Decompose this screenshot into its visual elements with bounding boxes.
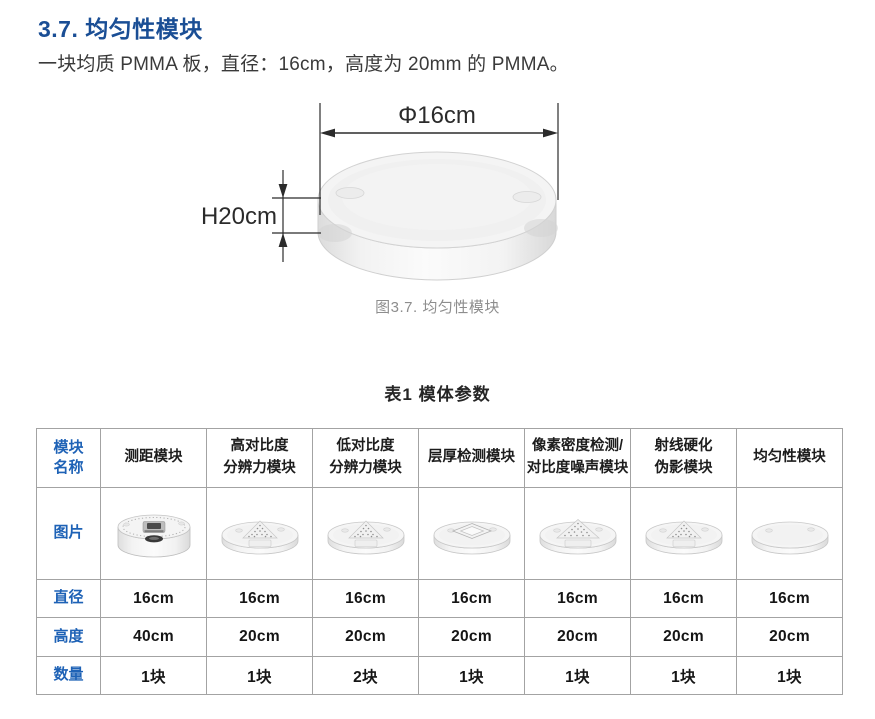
image-cell [524, 487, 631, 580]
figure-caption: 图3.7. 均匀性模块 [375, 299, 500, 316]
column-header-high-contrast: 高对比度 分辨力模块 [206, 428, 313, 488]
diameter-label: Φ16cm [398, 102, 476, 129]
phantom-figure: Φ16cm H20cm [201, 102, 559, 281]
pmma-disc-illustration [317, 151, 558, 281]
image-cell [418, 487, 525, 580]
quantity-value: 1块 [100, 656, 207, 695]
row-label-module-name: 模块 名称 [36, 428, 101, 488]
height-value: 20cm [418, 617, 525, 657]
phantom-parameters-table: 模块 名称 测距模块 高对比度 分辨力模块 低对比度 分辨力模块 层厚检测模块 … [36, 428, 843, 695]
height-dimension: H20cm [201, 170, 321, 262]
high-contrast-resolution-disc-icon [221, 520, 298, 554]
column-header-pixel-density: 像素密度检测/ 对比度噪声模块 [524, 428, 631, 488]
quantity-value: 1块 [206, 656, 313, 695]
table-header-row: 模块 名称 测距模块 高对比度 分辨力模块 低对比度 分辨力模块 层厚检测模块 … [36, 428, 843, 488]
image-cell [206, 487, 313, 580]
row-label-image: 图片 [36, 487, 101, 580]
height-value: 20cm [524, 617, 631, 657]
column-header-distance: 测距模块 [100, 428, 207, 488]
quantity-value: 2块 [312, 656, 419, 695]
column-header-beam-hardening: 射线硬化 伪影模块 [630, 428, 737, 488]
column-header-low-contrast: 低对比度 分辨力模块 [312, 428, 419, 488]
table-height-row: 高度 40cm 20cm 20cm 20cm 20cm 20cm 20cm [36, 617, 843, 657]
diameter-dimension: Φ16cm [319, 102, 559, 215]
image-cell [736, 487, 843, 580]
diameter-value: 16cm [524, 579, 631, 618]
height-value: 40cm [100, 617, 207, 657]
image-cell [630, 487, 737, 580]
diameter-value: 16cm [100, 579, 207, 618]
diameter-value: 16cm [630, 579, 737, 618]
quantity-value: 1块 [418, 656, 525, 695]
column-header-slice-thickness: 层厚检测模块 [418, 428, 525, 488]
alignment-pin-left [335, 187, 365, 199]
diameter-value: 16cm [206, 579, 313, 618]
distance-module-disc-icon [117, 514, 190, 557]
image-cell [100, 487, 207, 580]
alignment-pin-right [512, 191, 542, 203]
quantity-value: 1块 [524, 656, 631, 695]
row-label-height: 高度 [36, 617, 101, 657]
diameter-value: 16cm [736, 579, 843, 618]
table-quantity-row: 数量 1块 1块 2块 1块 1块 1块 1块 [36, 656, 843, 695]
height-value: 20cm [312, 617, 419, 657]
quantity-value: 1块 [736, 656, 843, 695]
table-title: 表1 模体参数 [384, 385, 491, 404]
image-cell [312, 487, 419, 580]
height-value: 20cm [206, 617, 313, 657]
body-paragraph: 一块均质 PMMA 板，直径：16cm，高度为 20mm 的 PMMA。 [38, 54, 569, 75]
table-image-row: 图片 [36, 487, 843, 580]
section-heading: 3.7. 均匀性模块 [38, 16, 203, 42]
table-diameter-row: 直径 16cm 16cm 16cm 16cm 16cm 16cm 16cm [36, 579, 843, 618]
height-value: 20cm [630, 617, 737, 657]
low-contrast-resolution-disc-icon [327, 520, 404, 554]
slice-thickness-disc-icon [433, 521, 510, 554]
pixel-density-noise-disc-icon [539, 518, 616, 554]
row-label-diameter: 直径 [36, 579, 101, 618]
column-header-uniformity: 均匀性模块 [736, 428, 843, 488]
beam-hardening-artifact-disc-icon [645, 520, 722, 554]
quantity-value: 1块 [630, 656, 737, 695]
uniformity-disc-icon [751, 521, 828, 554]
diameter-value: 16cm [418, 579, 525, 618]
height-value: 20cm [736, 617, 843, 657]
height-label: H20cm [201, 203, 277, 230]
diameter-value: 16cm [312, 579, 419, 618]
row-label-quantity: 数量 [36, 656, 101, 695]
